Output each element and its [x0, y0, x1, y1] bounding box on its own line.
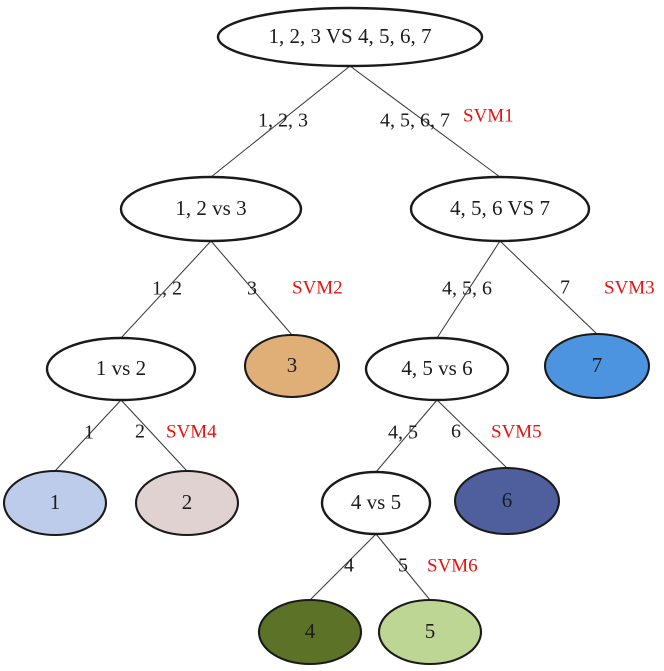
edge-label: 1: [84, 422, 94, 444]
svm-classifier-label: SVM1: [463, 105, 514, 126]
internal-node[interactable]: 4, 5, 6 VS 7: [409, 175, 591, 243]
edge-label: 1, 2, 3: [258, 110, 308, 132]
node-ellipse: [119, 175, 303, 243]
tree-edge: [309, 533, 377, 601]
node-ellipse: [243, 333, 341, 399]
tree-edge: [436, 240, 501, 339]
node-ellipse: [2, 469, 108, 537]
node-label: 1: [50, 490, 61, 514]
svm-classifier-label: SVM6: [427, 555, 478, 576]
edge-label: 3: [247, 278, 257, 300]
node-label: 2: [182, 490, 193, 514]
edge-label: 4, 5, 6: [442, 278, 492, 300]
node-ellipse: [409, 175, 591, 243]
node-label: 4: [305, 619, 316, 643]
node-label: 4 vs 5: [351, 490, 401, 514]
internal-node[interactable]: 1, 2 vs 3: [119, 175, 303, 243]
edge-label: 6: [451, 421, 461, 443]
node-ellipse: [216, 6, 484, 68]
leaf-node[interactable]: 1: [2, 469, 108, 537]
node-label: 4, 5 vs 6: [401, 356, 472, 380]
tree-edge: [120, 399, 188, 472]
tree-edge: [210, 65, 351, 178]
edge-label: 4, 5: [388, 422, 418, 444]
nodes-layer: 1, 2, 3 VS 4, 5, 6, 7 1, 2 vs 3 4, 5, 6 VS…: [2, 6, 651, 666]
edge-label: 4: [344, 555, 354, 577]
tree-edge: [54, 399, 122, 472]
tree-edge: [436, 399, 508, 469]
leaf-node[interactable]: 6: [453, 466, 561, 536]
svm-classifier-label: SVM5: [491, 421, 542, 442]
internal-node[interactable]: 4, 5 vs 6: [364, 336, 510, 402]
edge-label: 4, 5, 6, 7: [380, 110, 450, 132]
internal-node[interactable]: 1 vs 2: [45, 336, 197, 402]
edge-label: 7: [560, 277, 570, 299]
svm-classifier-label: SVM3: [604, 277, 655, 298]
node-label: 5: [425, 619, 436, 643]
tree-edge: [349, 65, 501, 178]
leaf-node[interactable]: 7: [543, 332, 651, 400]
tree-edge: [375, 533, 431, 601]
leaf-node[interactable]: 4: [257, 598, 363, 666]
internal-node[interactable]: 1, 2, 3 VS 4, 5, 6, 7: [216, 6, 484, 68]
tree-edge: [499, 240, 598, 335]
node-label: 7: [592, 353, 603, 377]
edge-label: 1, 2: [152, 278, 182, 300]
node-ellipse: [543, 332, 651, 400]
leaf-node[interactable]: 3: [243, 333, 341, 399]
node-ellipse: [453, 466, 561, 536]
node-label: 1 vs 2: [96, 356, 146, 380]
node-label: 6: [502, 488, 513, 512]
edges-layer: [54, 65, 598, 601]
leaf-node[interactable]: 2: [134, 469, 240, 537]
edge-label: 5: [398, 555, 408, 577]
tree-edge: [375, 399, 438, 473]
edge-labels-layer: 1, 2, 3 4, 5, 6, 7 1, 2 3 4, 5, 6 7 1 2 4, 5 6 4 5: [84, 110, 570, 577]
node-label: 3: [287, 353, 298, 377]
internal-node[interactable]: 4 vs 5: [320, 470, 432, 536]
node-ellipse: [257, 598, 363, 666]
node-ellipse: [134, 469, 240, 537]
leaf-node[interactable]: 5: [377, 598, 483, 666]
edge-label: 2: [135, 421, 145, 443]
node-ellipse: [364, 336, 510, 402]
node-ellipse: [45, 336, 197, 402]
node-ellipse: [377, 598, 483, 666]
node-label: 1, 2 vs 3: [175, 196, 246, 220]
svm-classifier-label: SVM2: [292, 277, 343, 298]
node-ellipse: [320, 470, 432, 536]
tree-edge: [120, 240, 212, 339]
tree-edge: [210, 240, 293, 336]
svm-classifier-label: SVM4: [166, 421, 217, 442]
node-label: 4, 5, 6 VS 7: [450, 196, 550, 220]
node-label: 1, 2, 3 VS 4, 5, 6, 7: [269, 24, 432, 48]
